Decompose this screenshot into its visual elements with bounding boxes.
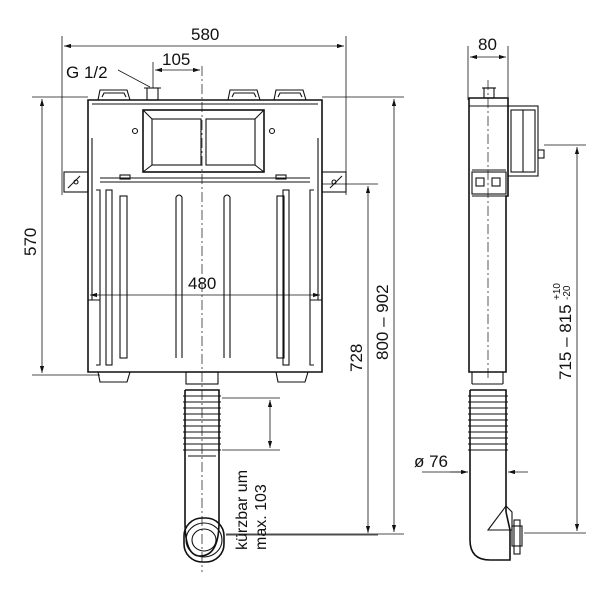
dim-overall-width: 580 [191, 25, 219, 44]
dim-570: 570 [21, 96, 100, 376]
frame-ribs [88, 138, 322, 366]
shorten-label-1: kürzbar um [234, 470, 251, 550]
dim-diameter: ø 76 [414, 452, 528, 475]
bottom-clips [97, 371, 309, 385]
dim-side-height: 715 – 815 [556, 304, 575, 380]
dim-connector-offset: 105 [162, 50, 190, 69]
side-bracket [471, 171, 507, 195]
dim-480: 480 [90, 274, 320, 298]
dim-total-height: 800 – 902 [373, 284, 392, 360]
top-clips [97, 87, 307, 101]
side-view: 80 ø 76 [414, 35, 586, 561]
dim-800-902: 800 – 902 [226, 96, 404, 535]
tolerance-plus: +10 [552, 283, 563, 300]
dim-outlet-height: 728 [347, 344, 366, 372]
dim-580: 580 [61, 25, 347, 195]
front-view: kürzbar um max. 103 580 105 G 1/2 570 [21, 25, 404, 572]
tolerance-minus: -20 [562, 285, 573, 300]
dim-80: 80 [467, 35, 509, 110]
thread-label: G 1/2 [66, 63, 151, 88]
side-pipe [468, 389, 523, 561]
dim-728: 728 [226, 183, 378, 536]
shorten-dimension: kürzbar um max. 103 [222, 397, 280, 550]
shorten-label-2: max. 103 [253, 484, 270, 550]
cistern-body [87, 99, 323, 373]
dim-105: 105 [152, 50, 200, 88]
flush-opening [131, 109, 276, 173]
dim-frame-width: 480 [188, 274, 216, 293]
dim-side-depth: 80 [478, 35, 497, 54]
flush-pipe [183, 389, 225, 563]
thread-size: G 1/2 [66, 63, 108, 82]
water-connector [146, 87, 159, 101]
side-body [468, 97, 509, 373]
dim-715-815: 715 – 815 +10 -20 [524, 144, 586, 534]
dim-pipe-diameter: ø 76 [414, 452, 448, 471]
dim-frame-height: 570 [21, 228, 40, 256]
